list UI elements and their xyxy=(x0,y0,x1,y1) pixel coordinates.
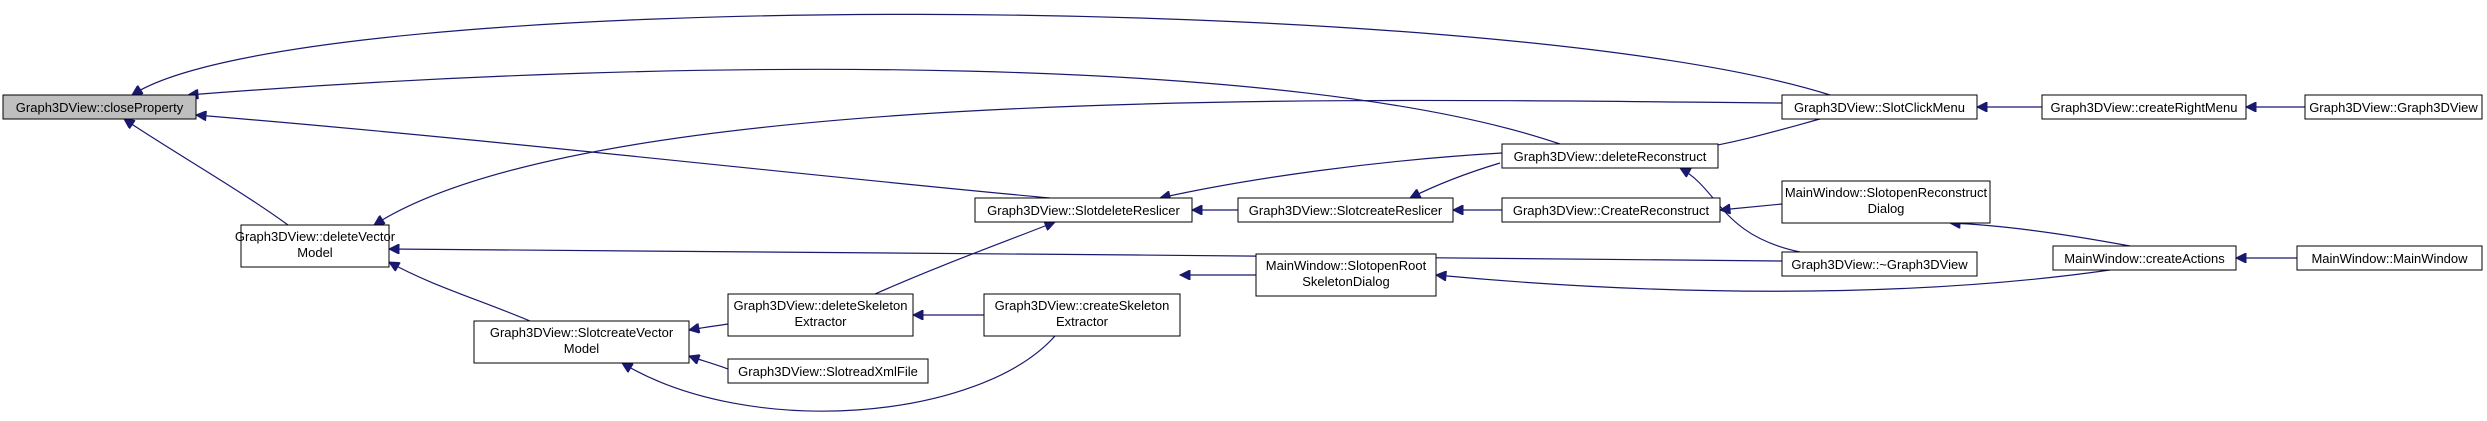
node-MainWindowCtor[interactable]: MainWindow::MainWindow xyxy=(2296,245,2483,271)
node-dtorGraph3DView[interactable]: Graph3DView::~Graph3DView xyxy=(1781,251,1978,277)
node-box xyxy=(983,293,1181,337)
node-label: MainWindow::MainWindow xyxy=(2311,251,2468,266)
node-createActions[interactable]: MainWindow::createActions xyxy=(2052,245,2237,271)
node-box xyxy=(727,358,929,384)
node-box xyxy=(1501,143,1719,169)
edge-deleteReconstruct-to-closeProperty xyxy=(188,68,1561,145)
node-label: Model xyxy=(297,245,333,260)
node-label: Graph3DView::SlotClickMenu xyxy=(1794,100,1965,115)
node-box xyxy=(1781,180,1991,224)
edge-SlotClickMenu-to-deleteVectorModel xyxy=(374,99,1783,225)
edge-deleteReconstruct-to-SlotcreateReslicer xyxy=(1410,162,1501,199)
edge-SlotopenReconstructDialog-to-CreateReconstruct xyxy=(1720,203,1783,210)
node-box xyxy=(2304,94,2483,120)
node-box xyxy=(1781,94,1978,120)
node-label: Extractor xyxy=(794,314,847,329)
node-box xyxy=(1781,251,1978,277)
node-label: Graph3DView::~Graph3DView xyxy=(1791,257,1968,272)
node-label: Graph3DView::deleteVector xyxy=(235,229,396,244)
edge-dtorGraph3DView-to-deleteVectorModel xyxy=(389,249,1783,262)
node-label: Graph3DView::deleteReconstruct xyxy=(1514,149,1707,164)
edge-SlotreadXmlFile-to-SlotcreateVectorModel xyxy=(689,356,729,370)
edge-createActions-to-SlotopenReconstructDialog xyxy=(1950,223,2131,247)
node-label: MainWindow::createActions xyxy=(2064,251,2225,266)
node-ctorGraph3DView[interactable]: Graph3DView::Graph3DView xyxy=(2304,94,2483,120)
node-label: Graph3DView::SlotcreateVector xyxy=(490,325,674,340)
node-box xyxy=(2052,245,2237,271)
edge-createSkeletonExtractor-to-SlotcreateVectorModel xyxy=(622,335,1056,412)
node-label: Extractor xyxy=(1056,314,1109,329)
node-SlotdeleteReslicer[interactable]: Graph3DView::SlotdeleteReslicer xyxy=(974,197,1193,223)
edge-SlotcreateVectorModel-to-deleteVectorModel xyxy=(389,262,531,322)
node-label: Graph3DView::createRightMenu xyxy=(2051,100,2238,115)
node-box xyxy=(2296,245,2483,271)
node-deleteReconstruct[interactable]: Graph3DView::deleteReconstruct xyxy=(1501,143,1719,169)
node-SlotClickMenu[interactable]: Graph3DView::SlotClickMenu xyxy=(1781,94,1978,120)
edge-deleteReconstruct-to-SlotdeleteReslicer xyxy=(1160,152,1503,198)
node-box xyxy=(1237,197,1454,223)
node-box xyxy=(2,94,197,120)
node-label: Graph3DView::Graph3DView xyxy=(2309,100,2478,115)
node-label: Graph3DView::deleteSkeleton xyxy=(734,298,908,313)
node-box xyxy=(240,224,390,268)
node-label: Model xyxy=(564,341,600,356)
node-box xyxy=(1501,197,1721,223)
edge-deleteSkeletonExtractor-to-SlotdeleteReslicer xyxy=(874,222,1055,295)
node-label: Graph3DView::closeProperty xyxy=(16,100,184,115)
node-label: Graph3DView::SlotreadXmlFile xyxy=(738,364,918,379)
node-box xyxy=(473,320,690,364)
node-box xyxy=(2041,94,2247,120)
edge-SlotdeleteReslicer-to-closeProperty xyxy=(196,115,1051,199)
node-label: Graph3DView::createSkeleton xyxy=(995,298,1170,313)
node-label: SkeletonDialog xyxy=(1302,274,1389,289)
node-SlotreadXmlFile[interactable]: Graph3DView::SlotreadXmlFile xyxy=(727,358,929,384)
node-label: Graph3DView::CreateReconstruct xyxy=(1513,203,1710,218)
edge-deleteVectorModel-to-closeProperty xyxy=(124,119,289,226)
node-box xyxy=(727,293,914,337)
node-box xyxy=(974,197,1193,223)
node-SlotcreateReslicer[interactable]: Graph3DView::SlotcreateReslicer xyxy=(1237,197,1454,223)
node-label: MainWindow::SlotopenRoot xyxy=(1266,258,1427,273)
edges-layer xyxy=(124,13,2305,412)
edge-createActions-to-SlotopenRootSkeletonDialog xyxy=(1436,269,2111,292)
nodes-layer: Graph3DView::closePropertyGraph3DView::d… xyxy=(2,94,2483,384)
node-box xyxy=(1255,253,1437,297)
node-closeProperty[interactable]: Graph3DView::closeProperty xyxy=(2,94,197,120)
node-createRightMenu[interactable]: Graph3DView::createRightMenu xyxy=(2041,94,2247,120)
edge-SlotClickMenu-to-closeProperty xyxy=(132,13,1831,95)
edge-deleteSkeletonExtractor-to-SlotcreateVectorModel xyxy=(689,324,729,330)
node-CreateReconstruct[interactable]: Graph3DView::CreateReconstruct xyxy=(1501,197,1721,223)
node-label: Dialog xyxy=(1868,201,1905,216)
node-label: MainWindow::SlotopenReconstruct xyxy=(1785,185,1988,200)
node-label: Graph3DView::SlotdeleteReslicer xyxy=(987,203,1180,218)
node-label: Graph3DView::SlotcreateReslicer xyxy=(1249,203,1443,218)
